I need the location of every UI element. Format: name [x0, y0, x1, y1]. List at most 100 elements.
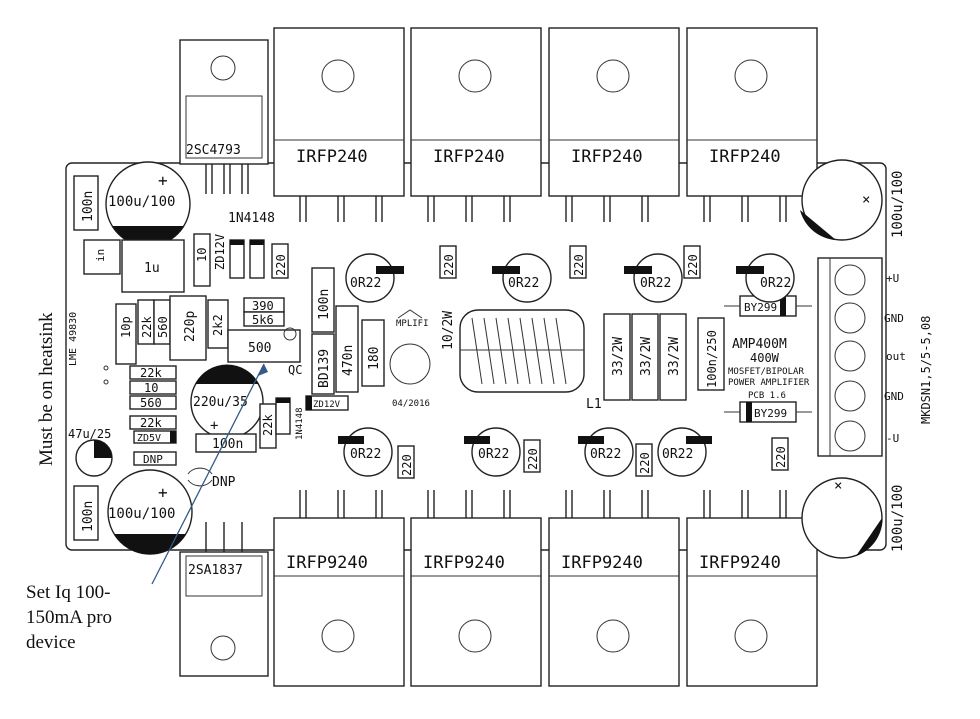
res-0r22-top-4: 0R22: [736, 253, 795, 303]
zd12v-label: ZD12V: [213, 234, 227, 270]
qc-label: QC: [288, 363, 302, 377]
svg-text:DNP: DNP: [143, 453, 163, 466]
driver-bottom: 2SA1837: [179, 522, 269, 677]
cap-100n-left-bottom: [73, 485, 99, 541]
svg-text:100n: 100n: [317, 289, 332, 320]
svg-text:0R22: 0R22: [662, 447, 693, 462]
res-33-2w-c: [659, 313, 687, 401]
dnp-box: [133, 451, 177, 466]
svg-text:22k: 22k: [140, 416, 162, 430]
svg-text:2k2: 2k2: [211, 314, 225, 336]
svg-text:100u/100: 100u/100: [108, 194, 175, 210]
cap-10p: [115, 303, 137, 365]
svg-text:0R22: 0R22: [640, 276, 671, 291]
svg-text:220: 220: [686, 254, 700, 276]
cap-100n-v: [311, 267, 335, 333]
iq-annotation-3: device: [26, 632, 76, 653]
iq-pointer-line: [151, 363, 265, 585]
transistor-top-1: IRFP240: [273, 27, 405, 222]
heatsink-annotation: Must be on heatsink: [36, 312, 57, 466]
input-connector: [83, 239, 121, 275]
res-22k-h1: [129, 365, 177, 380]
svg-text:×: ×: [834, 478, 842, 494]
terminal-label-1: +U: [886, 272, 899, 285]
transistor-top-3: IRFP240: [548, 27, 680, 222]
transistor-top-2: IRFP240: [410, 27, 542, 222]
driver-top: 2SC4793: [179, 39, 269, 194]
cap-100u100-bottom-left: 100u/100 +: [107, 469, 193, 555]
cap-100u100-top-right: ×: [800, 159, 883, 241]
terminal-label-2: GND: [884, 312, 904, 325]
board-desc1: MOSFET/BIPOLAR: [728, 367, 804, 377]
svg-text:0R22: 0R22: [350, 276, 381, 291]
svg-text:220p: 220p: [183, 311, 198, 342]
svg-text:220: 220: [638, 452, 652, 474]
svg-text:220u/35: 220u/35: [193, 395, 248, 410]
svg-text:220: 220: [572, 254, 586, 276]
dnp-label: DNP: [212, 475, 236, 490]
res-5k6: [243, 311, 285, 327]
transistor-label: IRFP240: [296, 147, 368, 167]
svg-text:+: +: [158, 483, 168, 502]
board-id: LME 49830: [68, 312, 79, 366]
svg-text:22k: 22k: [140, 366, 162, 380]
res-33-2w-a: [603, 313, 631, 401]
res-0r22-bottom-1: 0R22: [338, 427, 393, 477]
svg-text:5k6: 5k6: [252, 313, 274, 327]
cap-220u35: 220u/35 +: [190, 364, 264, 439]
res-220-d: [683, 245, 701, 279]
svg-text:220: 220: [774, 446, 788, 468]
svg-text:390: 390: [252, 299, 274, 313]
svg-text:in: in: [94, 249, 107, 262]
svg-text:100n: 100n: [81, 191, 96, 222]
logo-text: MPLIFI: [396, 319, 429, 329]
res-22k-h2: [129, 415, 177, 430]
edge-code: MKDSN1,5/5-5,08: [919, 316, 933, 424]
transistor-label: IRFP9240: [423, 553, 505, 573]
cap-10: [193, 233, 211, 287]
terminal-block: [817, 257, 883, 457]
res-0r22-top-2: 0R22: [492, 253, 552, 303]
terminal-label-5: -U: [886, 432, 899, 445]
svg-text:220: 220: [274, 254, 288, 276]
cap-100n-left-top: [73, 175, 99, 231]
res-220-c: [569, 245, 587, 279]
res-10-2w-label: 10/2W: [441, 311, 456, 350]
transistor-label: IRFP9240: [699, 553, 781, 573]
res-180: [361, 319, 385, 387]
svg-text:ZD5V: ZD5V: [137, 433, 161, 444]
transistor-label: IRFP240: [571, 147, 643, 167]
board-desc2: POWER AMPLIFIER: [728, 378, 810, 388]
svg-text:1u: 1u: [144, 261, 160, 276]
svg-text:0R22: 0R22: [478, 447, 509, 462]
svg-text:220: 220: [400, 454, 414, 476]
cap-47u25-label: 47u/25: [68, 427, 111, 441]
res-2k2: [207, 299, 229, 349]
svg-text:1N4148: 1N4148: [295, 407, 305, 440]
coil-label: L1: [586, 397, 602, 412]
svg-text:ZD12V: ZD12V: [313, 400, 341, 410]
diode-1n4148-b: [275, 397, 291, 435]
svg-text:33/2W: 33/2W: [639, 337, 654, 376]
terminal-label-4: GND: [884, 390, 904, 403]
svg-text:0R22: 0R22: [508, 276, 539, 291]
svg-text:+: +: [210, 418, 218, 434]
svg-text:BD139: BD139: [317, 349, 332, 388]
res-220-b: [439, 245, 457, 279]
iq-pointer-arrowhead: [258, 364, 268, 376]
svg-text:180: 180: [367, 347, 382, 370]
cap-220p: [169, 295, 207, 361]
res-10-h: [129, 380, 177, 395]
transistor-bottom-4: IRFP9240: [686, 490, 818, 687]
transistor-bottom-1: IRFP9240: [273, 490, 405, 687]
res-0r22-bottom-3: 0R22: [578, 427, 634, 477]
svg-text:+: +: [158, 171, 168, 190]
iq-annotation-1: Set Iq 100-: [26, 582, 110, 603]
svg-text:500: 500: [248, 341, 271, 356]
cap-right-top-label: 100u/100: [890, 171, 906, 238]
svg-text:33/2W: 33/2W: [667, 337, 682, 376]
svg-text:0R22: 0R22: [590, 447, 621, 462]
bd139: [311, 333, 335, 395]
res-0r22-bottom-4: 0R22: [657, 427, 712, 477]
svg-text:220: 220: [442, 254, 456, 276]
